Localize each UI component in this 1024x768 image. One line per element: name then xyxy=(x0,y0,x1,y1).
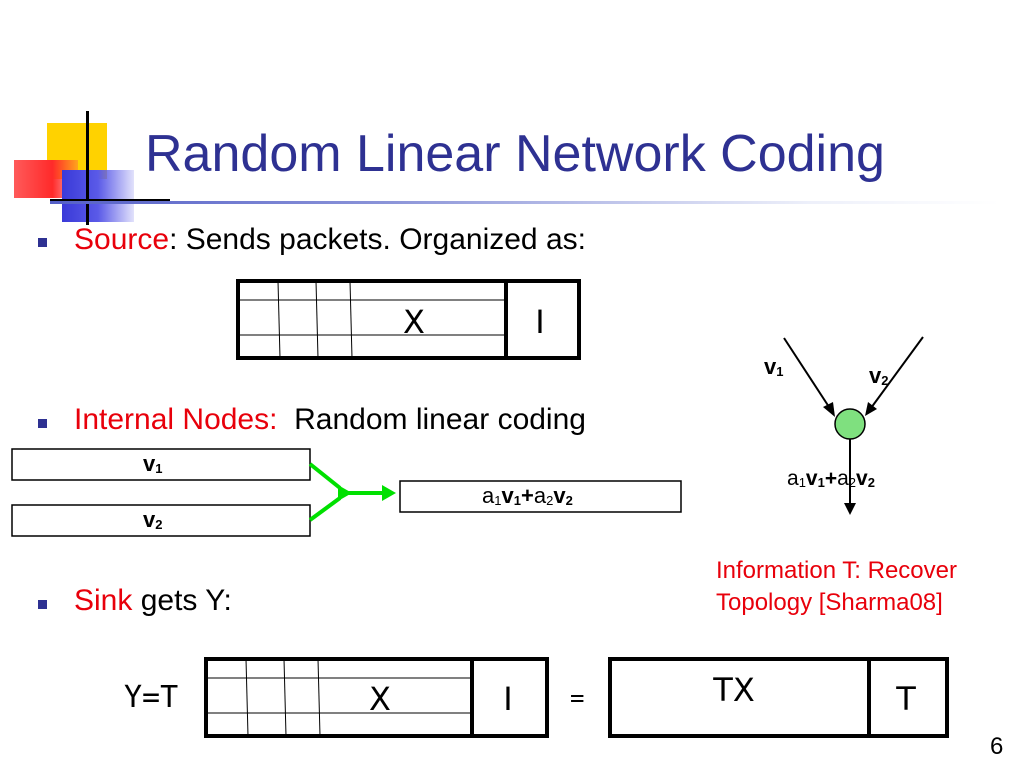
bullet-internal: Internal Nodes: Random linear coding xyxy=(74,403,586,437)
bullet-sink-highlight: Sink xyxy=(74,584,133,617)
node-v1-label: v1 xyxy=(764,354,784,379)
bullet-marker-sink xyxy=(38,600,47,609)
info-note-line1: Information T: Recover xyxy=(716,557,957,584)
slide-title: Random Linear Network Coding xyxy=(145,125,885,183)
source-packet-i-label: I xyxy=(535,303,544,341)
result-packet-outline xyxy=(608,657,949,738)
coding-diagram xyxy=(11,448,682,537)
combined-box xyxy=(399,480,682,513)
bullet-internal-text: Random linear coding xyxy=(294,403,586,436)
result-t-label: T xyxy=(895,680,916,718)
v2-arrowhead xyxy=(865,402,877,416)
v1-arrowhead xyxy=(823,402,835,417)
bullet-sink: Sink gets Y: xyxy=(74,584,232,618)
combine-arrowhead xyxy=(382,485,396,501)
result-packet: TX T xyxy=(608,657,949,738)
result-tx-label: TX xyxy=(712,671,754,709)
bullet-source-highlight: Source xyxy=(74,223,170,256)
sink-lhs: Y=T xyxy=(124,680,179,715)
combined-box-label: a1v1+a2v2 xyxy=(482,483,573,508)
page-number: 6 xyxy=(990,733,1004,760)
title-underline xyxy=(50,201,1000,204)
bullet-sink-text: gets Y: xyxy=(132,584,232,617)
sink-packet-i-label: I xyxy=(503,680,512,718)
logo-blue-square xyxy=(62,170,134,222)
bullet-marker-source xyxy=(38,238,47,247)
sink-packet: X I xyxy=(204,657,549,738)
combine-merge-arrowhead xyxy=(338,485,352,501)
node-output-label: a1v1+a2v2 xyxy=(787,467,875,490)
bullet-internal-highlight: Internal Nodes: xyxy=(74,403,278,436)
coding-node xyxy=(834,408,866,440)
logo-horizontal-line xyxy=(50,199,170,202)
v2-edge xyxy=(870,336,924,409)
bullet-marker-internal xyxy=(38,419,47,428)
source-packet-outline xyxy=(236,279,581,360)
source-packet-x-label: X xyxy=(403,303,425,341)
v2-box-label: v2 xyxy=(143,507,163,532)
v1-edge xyxy=(783,337,832,411)
info-note: Information T: Recover Topology [Sharma0… xyxy=(716,555,957,619)
out-arrowhead xyxy=(844,503,856,515)
source-packet: X I xyxy=(236,279,581,360)
sink-packet-x-label: X xyxy=(369,680,391,718)
info-note-line2: Topology [Sharma08] xyxy=(716,589,943,616)
bullet-source: Source: Sends packets. Organized as: xyxy=(74,223,586,257)
logo-vertical-line xyxy=(86,111,89,225)
node-diagram xyxy=(783,336,924,515)
v1-box-label: v1 xyxy=(143,451,163,476)
equals-sign: = xyxy=(570,684,585,712)
sink-packet-outline xyxy=(204,657,549,738)
node-v2-label: v2 xyxy=(869,363,889,388)
bullet-source-text: : Sends packets. Organized as: xyxy=(169,223,586,256)
v2-box xyxy=(11,504,311,537)
